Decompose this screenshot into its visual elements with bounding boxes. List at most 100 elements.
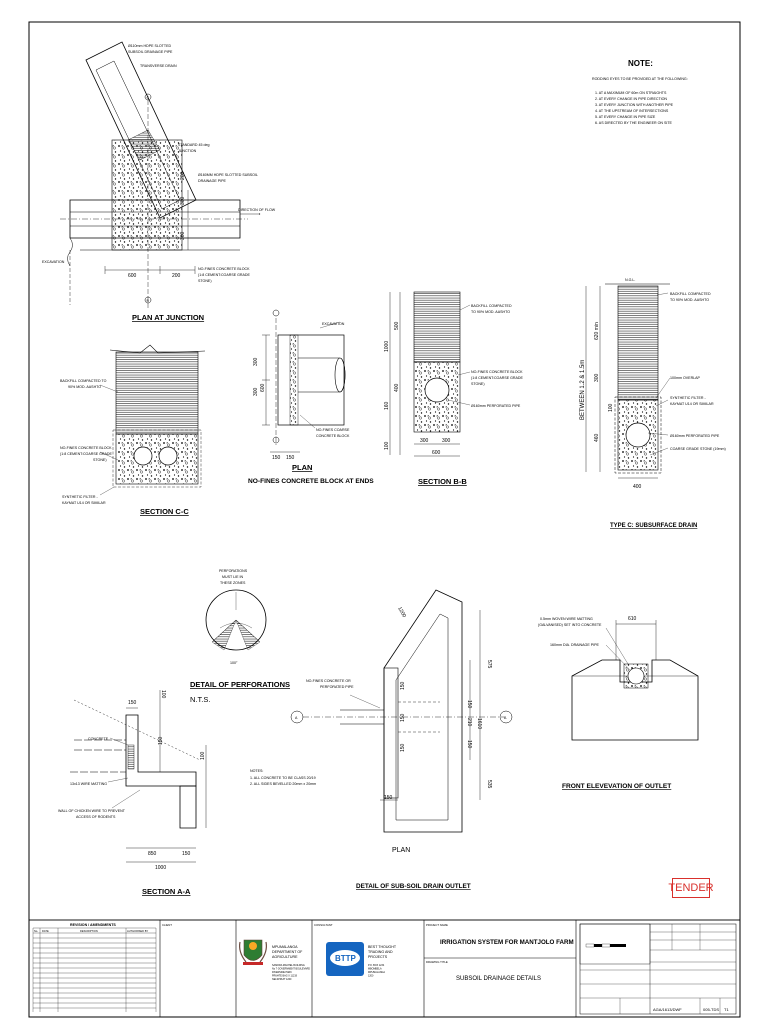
label-nofines3: STONE) xyxy=(471,382,485,386)
label-backfill2: 90% MOD. AASHTO xyxy=(68,385,101,389)
consultant-logo-text: BTTP xyxy=(335,954,357,963)
detail-perforations: PERFORATIONS MUST LIE IN THESE ZONES 100… xyxy=(190,569,290,704)
label-nofines1: NO-FINES CONCRETE BLOCK xyxy=(198,267,250,271)
consultant-address-3: MPUMALANGA xyxy=(368,971,385,974)
label-perf2: MUST LIE IN xyxy=(222,575,244,579)
consultant-name-1: BEST THOUGHT xyxy=(368,945,397,949)
consultant-label-text: CONSULTANT xyxy=(314,923,333,927)
dim-100: 100 xyxy=(160,690,166,699)
dim-600: 600 xyxy=(260,383,266,392)
note-item-6: 6. AS DIRECTED BY THE ENGINEER ON SITE xyxy=(595,121,673,125)
note-item-2: 2. AT EVERY CHANGE IN PIPE DIRECTION xyxy=(595,97,667,101)
dim-535: 535 xyxy=(486,780,492,789)
note-item-3: 3. AT EVERY JUNCTION WITH ANOTHER PIPE xyxy=(595,103,674,107)
label-ngl: N.G.L. xyxy=(625,278,635,282)
plan-block: EXCAVATION NO-FINES COARSE CONCRETE BLOC… xyxy=(248,309,374,485)
dim-300b: 300 xyxy=(442,438,451,444)
label-concrete: CONCRETE xyxy=(88,737,109,741)
type-c-drain: N.G.L. BACKFILL COMPACTED TO 90% MOD. AA… xyxy=(580,278,726,529)
label-nofines2: (1:8 CEMENT:COARSE GRADE xyxy=(60,452,113,456)
mark-b: B xyxy=(147,299,150,303)
dim-100: 100 xyxy=(384,441,390,450)
dim-150: 150 xyxy=(128,700,137,706)
dim-150c: 150 xyxy=(182,851,191,857)
dim-400: 400 xyxy=(394,383,400,392)
section-cc: BACKFILL COMPACTED TO 90% MOD. AASHTO NO… xyxy=(60,344,206,516)
label-nofines2: (1:8 CEMENT:COARSE GRADE xyxy=(198,273,251,277)
dim-160: 160 xyxy=(384,401,390,410)
label-pipe: 160mm DIA. DRAINAGE PIPE xyxy=(550,643,600,647)
dim-150e: 150 xyxy=(466,740,472,749)
dim-300b: 300 xyxy=(180,231,186,240)
dim-1000: 1000 xyxy=(384,341,390,352)
client-label-text: CLIENT xyxy=(162,923,172,927)
dim-200: 200 xyxy=(172,273,181,279)
rev-col-no: No. xyxy=(34,929,38,933)
dim-1000: 1000 xyxy=(155,865,166,871)
title-plan-block-2: NO-FINES CONCRETE BLOCK AT ENDS xyxy=(248,478,374,485)
outlet-plan: NO-FINES CONCRETE OR PERFORATED PIPE A A… xyxy=(250,589,513,890)
client-panel: CLIENT MPUMALANGA DEPARTMENT OF AGRICULT… xyxy=(162,923,310,981)
dim-150f: 150 xyxy=(384,795,393,801)
dim-300a: 300 xyxy=(180,196,186,205)
label-stone: COARSE GRADE STONE (19mm) xyxy=(670,447,726,451)
label-backfill1: BACKFILL COMPACTED TO xyxy=(60,379,107,383)
dim-150d: 150 xyxy=(466,700,472,709)
note-intro: RODDING EYES TO BE PROVIDED AT THE FOLLO… xyxy=(592,77,688,81)
mark-c: C xyxy=(147,96,150,100)
label-nofines3: STONE) xyxy=(198,279,212,283)
label-nofines1: NO-FINES CONCRETE BLOCK xyxy=(471,370,523,374)
sheet-number: 005-TDS xyxy=(703,1007,719,1012)
dim-150b: 150 xyxy=(286,455,295,461)
dim-610: 610 xyxy=(628,616,637,622)
project-label-text: PROJECT NAME xyxy=(426,923,448,927)
label-filter2: KAYMAT U14 OR SIMILAR xyxy=(670,402,714,406)
section-aa: CONCRETE 13x13 WIRE MATTING WALL OF CHIC… xyxy=(58,690,207,896)
consultant-name-3: PROJECTS xyxy=(368,955,388,959)
dim-150c: 150 xyxy=(400,743,406,752)
title-perforations: DETAIL OF PERFORATIONS xyxy=(190,680,290,689)
title-type-c: TYPE C: SUBSURFACE DRAIN xyxy=(610,523,697,529)
dim-1610: 1610 xyxy=(476,718,482,729)
notes-item-1: 1. ALL CONCRETE TO BE CLASS 20/19 xyxy=(250,776,316,780)
rev-col-date: DATE xyxy=(42,929,49,933)
dim-600: 600 xyxy=(432,450,441,456)
label-pipe: Ø160mm PERFORATED PIPE xyxy=(670,434,720,438)
tender-stamp: TENDER xyxy=(668,878,714,898)
section-bb: BACKFILL COMPACTED TO 90% MOD. AASHTO NO… xyxy=(384,291,524,486)
front-elevation-outlet: 0.5mm WOVEN WIRE MATTING (GALVANISED) SE… xyxy=(538,616,699,790)
label-pipe: Ø160mm PERFORATED PIPE xyxy=(471,404,521,408)
label-nofines1: NO-FINES COARSE xyxy=(316,428,350,432)
dim-400: 400 xyxy=(633,484,642,490)
project-name: IRRIGATION SYSTEM FOR MANTJOLO FARM xyxy=(440,939,574,946)
label-nofines2: CONCRETE BLOCK xyxy=(316,434,350,438)
label-matting: 13x13 WIRE MATTING xyxy=(70,782,107,786)
label-junction1: STANDARD 45 deg xyxy=(178,143,210,147)
label-backfill1: BACKFILL COMPACTED xyxy=(471,304,512,308)
title-outlet-plan: PLAN xyxy=(392,847,410,854)
label-filter1: SYNTHETIC FILTER - xyxy=(670,396,706,400)
label-excavation: EXCAVATION xyxy=(322,322,345,326)
rev-col-authorised: AUTHORISED BY xyxy=(127,929,148,933)
label-overlap: 100mm OVERLAP xyxy=(670,376,701,380)
revision-table: REVISION / AMENDMENTS No. DATE DESCRIPTI… xyxy=(32,923,157,1012)
dim-210: 210 xyxy=(466,718,472,727)
label-perf3: THESE ZONES xyxy=(220,581,246,585)
label-angle: 100° xyxy=(230,661,238,665)
dim-100: 100 xyxy=(608,403,614,412)
label-nts: N.T.S. xyxy=(190,695,210,704)
consultant-logo: BTTP xyxy=(326,942,364,976)
label-flow: DIRECTION OF FLOW xyxy=(238,208,276,212)
label-backfill2: TO 90% MOD. AASHTO xyxy=(670,298,709,302)
drawing-number: AGA/1613/DWF xyxy=(653,1007,682,1012)
label-wall2: ACCESS OF RODENTS xyxy=(76,815,116,819)
dim-150b: 150 xyxy=(158,736,164,745)
client-name-3: AGRICULTURE xyxy=(272,955,298,959)
dim-100b: 100 xyxy=(200,751,206,760)
consultant-address-2: MBOMBELA xyxy=(368,968,382,971)
title-section-bb: SECTION B-B xyxy=(418,477,467,486)
label-nofines3: STONE) xyxy=(93,458,107,462)
label-pipe1: Ø110mm HDPE SLOTTED xyxy=(128,44,171,48)
dim-300a: 300 xyxy=(253,357,259,366)
client-address-3: RIVERSIDE PARK xyxy=(272,971,292,974)
